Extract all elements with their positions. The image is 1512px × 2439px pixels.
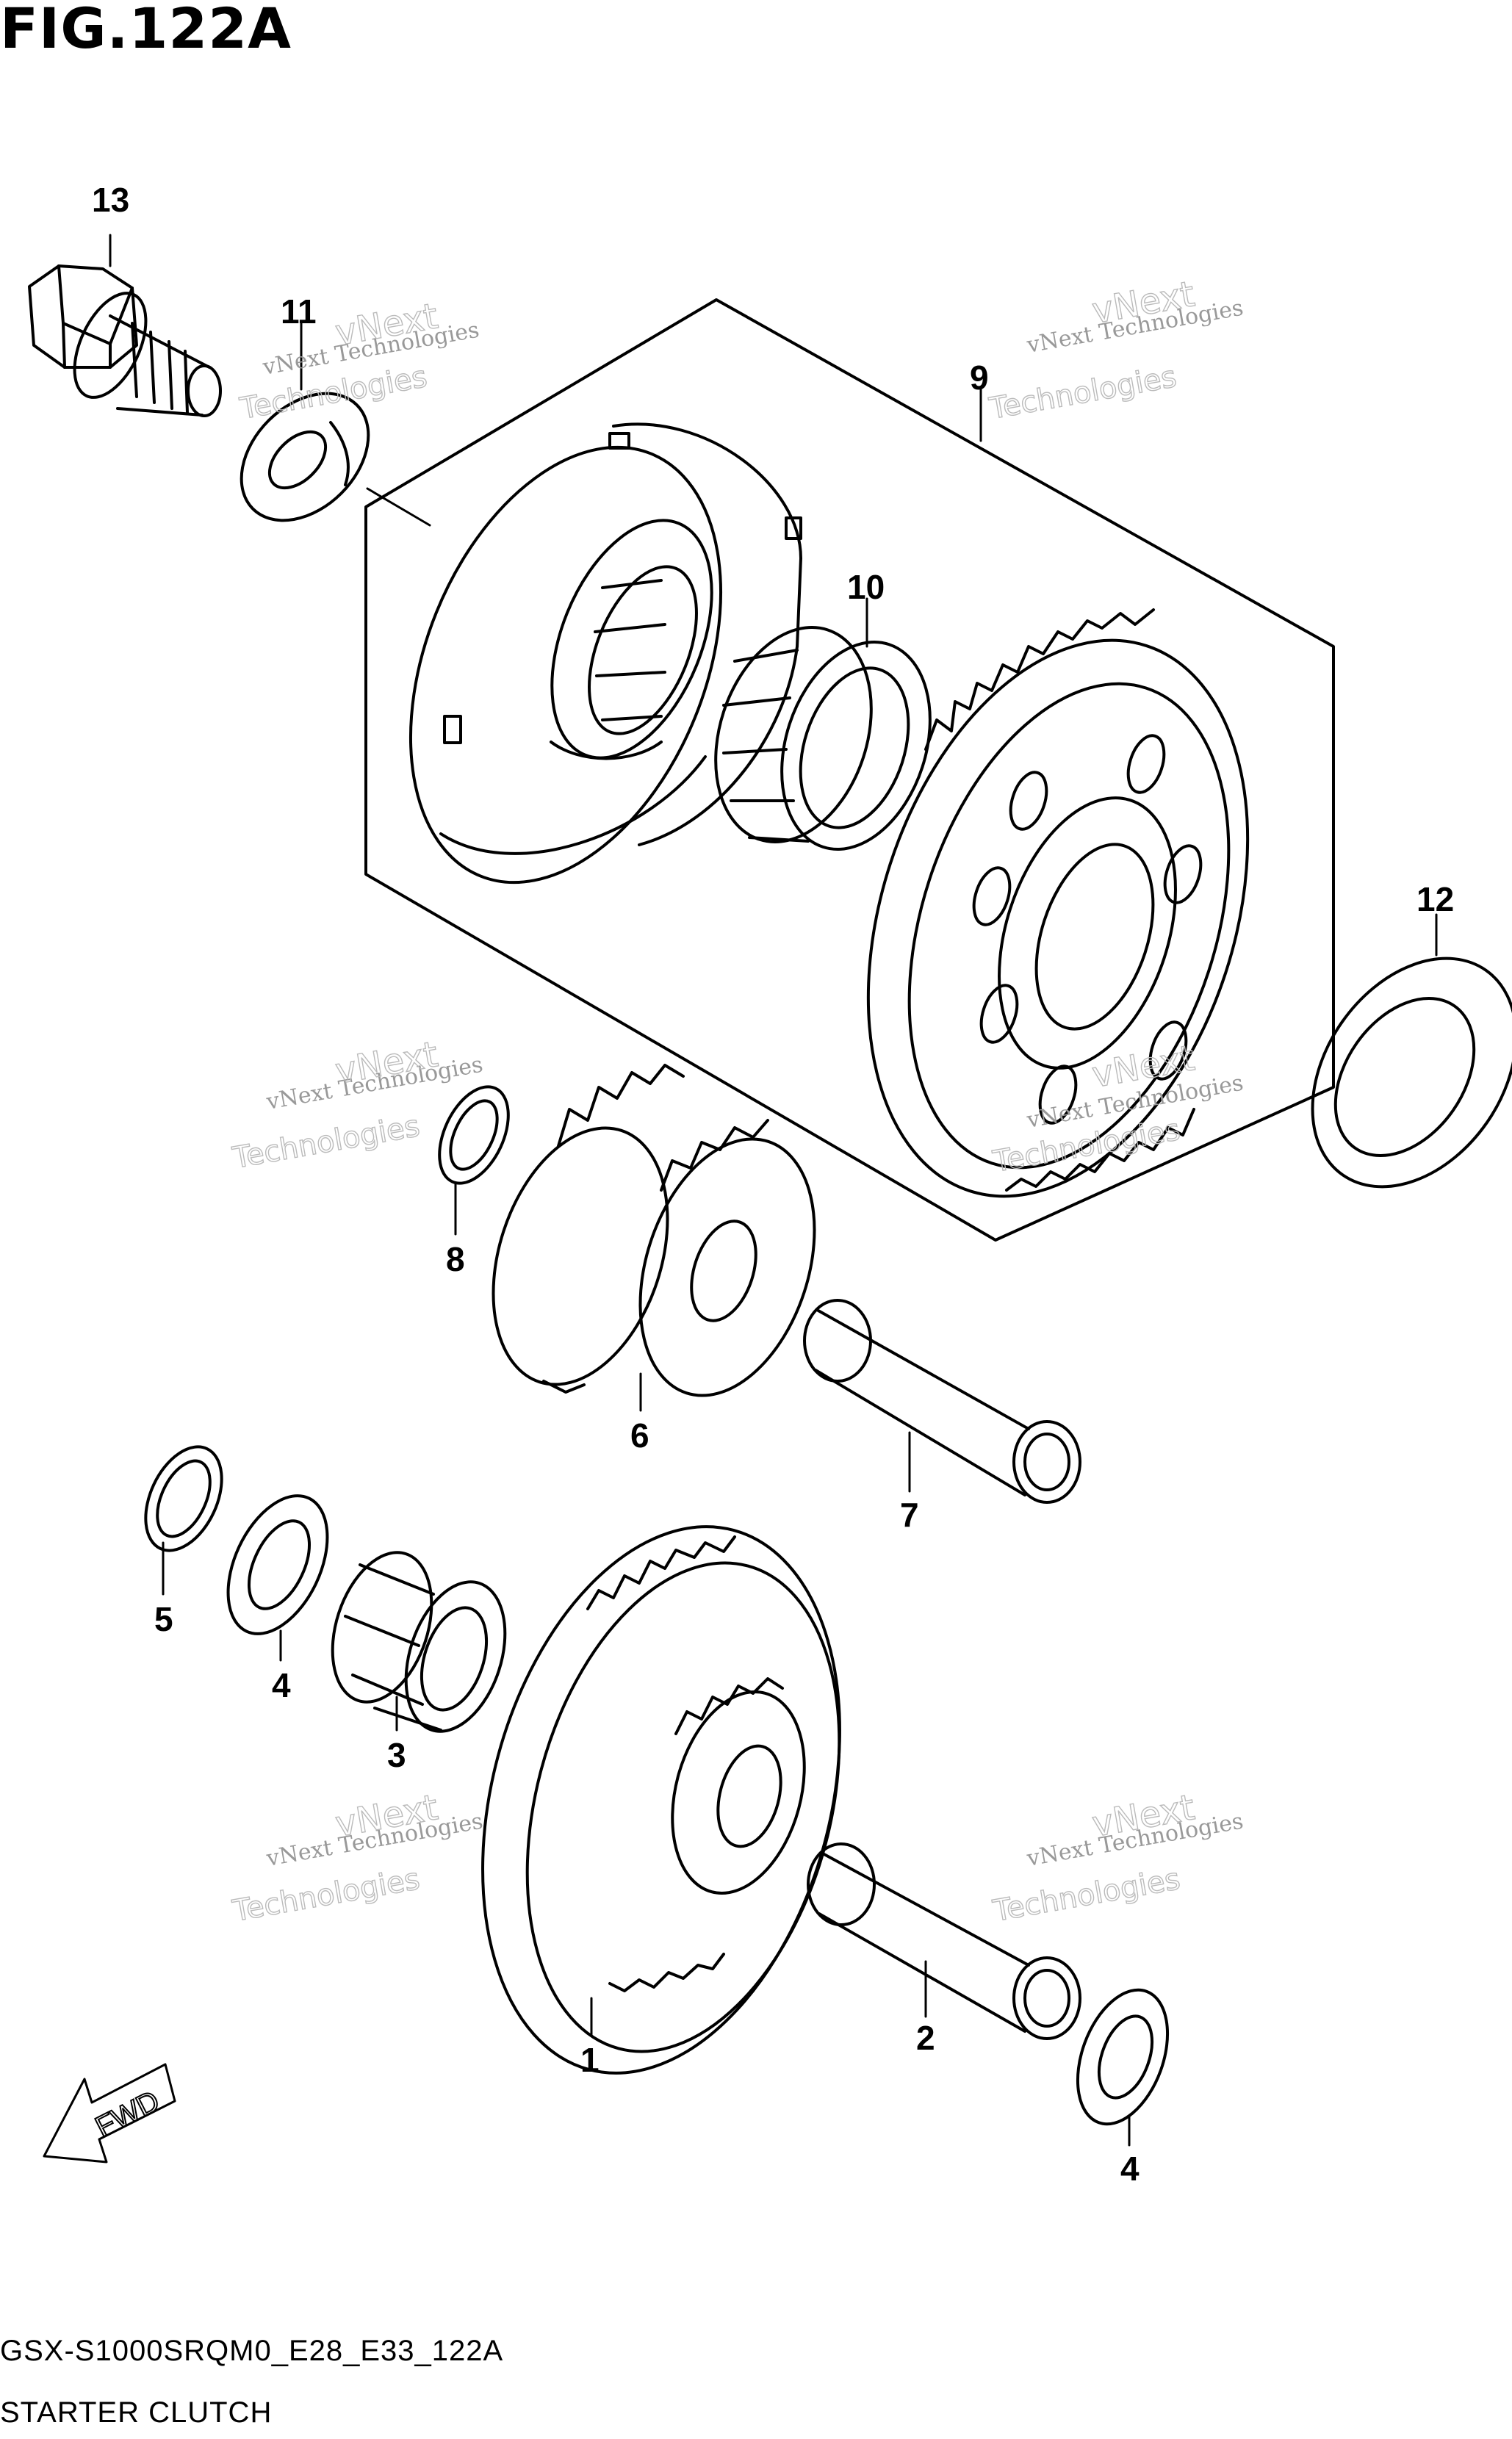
callout-3: 3 — [387, 1736, 406, 1774]
part-9-starter-gear — [866, 608, 1250, 1198]
watermark-company: Technologies — [230, 1109, 422, 1175]
callout-8: 8 — [446, 1240, 465, 1278]
fwd-arrow-icon — [43, 2063, 176, 2164]
assembly-outline — [364, 298, 1335, 1242]
part-7-shaft — [803, 1299, 1081, 1504]
callout-11: 11 — [281, 292, 317, 331]
callout-12: 12 — [1416, 880, 1454, 918]
callout-4-lower: 4 — [1120, 2150, 1140, 2188]
part-1-starter-idle-gear — [481, 1525, 841, 2075]
part-11-washer — [240, 392, 370, 522]
callout-labels: 13 11 9 10 12 8 6 7 5 4 3 1 2 4 — [92, 181, 1454, 2188]
figure-title: FIG.122A — [0, 0, 292, 61]
watermark-company: Technologies — [230, 1862, 422, 1928]
part-4-washer-lower — [1076, 1988, 1170, 2126]
callout-5: 5 — [154, 1600, 173, 1638]
part-3-needle-bearing — [331, 1551, 507, 1733]
part-9-clutch-housing — [409, 422, 802, 885]
figure-code: GSX-S1000SRQM0_E28_E33_122A — [0, 2335, 504, 2367]
callout-4-upper: 4 — [272, 1666, 291, 1704]
part-8-circlip — [438, 1085, 510, 1185]
part-4-washer-upper — [226, 1494, 329, 1635]
callout-7: 7 — [900, 1496, 919, 1534]
watermark-company: Technologies — [990, 1862, 1183, 1928]
callout-9: 9 — [970, 359, 989, 397]
callout-13: 13 — [92, 181, 129, 219]
fwd-label: FWD — [90, 2085, 165, 2144]
part-2-shaft — [807, 1842, 1081, 2040]
part-6-idle-gear — [492, 1064, 816, 1397]
part-12-washer — [1311, 956, 1512, 1189]
watermark-company: Technologies — [987, 360, 1179, 426]
part-13-bolt — [28, 264, 222, 417]
callout-2: 2 — [916, 2019, 935, 2057]
watermarks: vNext Technologies vNext Technologies vN… — [229, 273, 1245, 1929]
part-5-circlip — [144, 1445, 223, 1552]
leader-lines — [109, 234, 1438, 2147]
callout-1: 1 — [580, 2041, 600, 2079]
figure-name: STARTER CLUTCH — [0, 2396, 273, 2429]
callout-10: 10 — [847, 568, 885, 606]
part-10-needle-bearing — [714, 626, 932, 851]
callout-6: 6 — [630, 1416, 649, 1455]
